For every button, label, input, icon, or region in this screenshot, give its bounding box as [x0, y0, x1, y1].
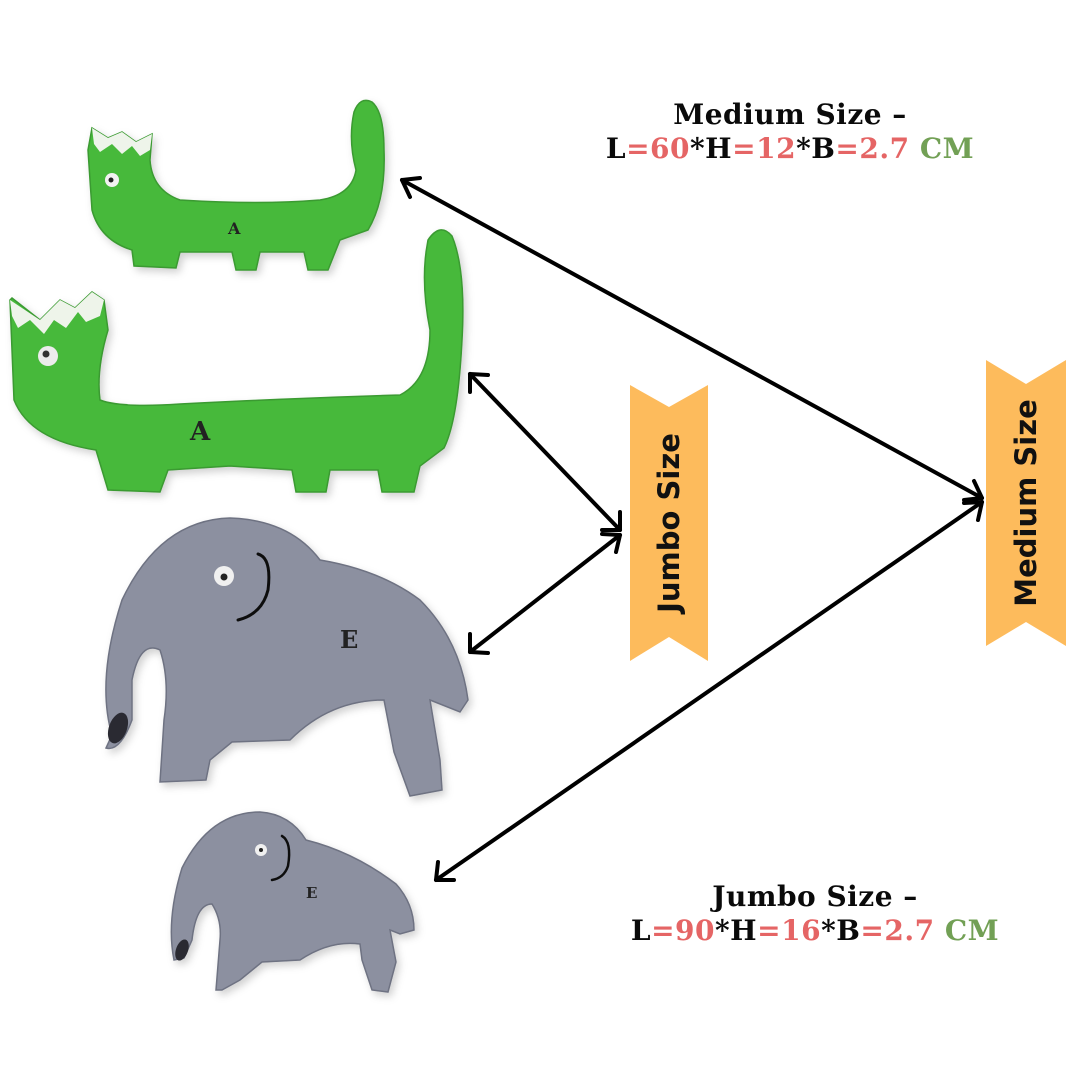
jumbo-size-banner: Jumbo Size — [630, 385, 708, 661]
breadth-label: *B — [821, 913, 861, 947]
height-label: *H — [690, 131, 733, 165]
ribbon-shape — [986, 360, 1066, 646]
crocodile-medium-toy — [87, 99, 385, 271]
unit-label: CM — [944, 913, 1000, 947]
height-label: *H — [715, 913, 758, 947]
letter-e-jumbo: E — [340, 625, 358, 654]
letter-a-medium: A — [227, 219, 241, 238]
breadth-label: *B — [796, 131, 836, 165]
height-value: =12 — [732, 131, 797, 165]
medium-spec-title: Medium Size – — [673, 98, 907, 131]
arrow-medium-crocodile — [400, 178, 984, 500]
breadth-value: =2.7 — [860, 913, 935, 947]
jumbo-spec-title: Jumbo Size – — [712, 880, 918, 913]
arrowhead-icon — [400, 176, 422, 199]
jumbo-size-label: Jumbo Size — [652, 433, 686, 613]
medium-size-spec: Medium Size – L=60*H=12*B=2.7 CM — [580, 98, 1000, 165]
breadth-value: =2.7 — [835, 131, 910, 165]
height-value: =16 — [757, 913, 822, 947]
elephant-medium-toy — [170, 811, 415, 993]
medium-size-label: Medium Size — [1009, 399, 1043, 607]
jumbo-spec-dimensions: L=90*H=16*B=2.7 CM — [600, 914, 1030, 948]
letter-e-medium: E — [306, 884, 317, 902]
length-label: L — [630, 913, 652, 947]
medium-size-banner: Medium Size — [986, 360, 1066, 646]
arrowhead-icon — [962, 500, 984, 522]
length-label: L — [605, 131, 627, 165]
arrowhead-icon — [434, 860, 456, 882]
jumbo-size-spec: Jumbo Size – L=90*H=16*B=2.7 CM — [600, 880, 1030, 947]
medium-spec-dimensions: L=60*H=12*B=2.7 CM — [580, 132, 1000, 166]
arrow-medium-elephant — [434, 500, 984, 882]
length-value: =90 — [651, 913, 716, 947]
unit-label: CM — [919, 131, 975, 165]
arrowhead-icon — [600, 532, 622, 554]
arrowhead-icon — [962, 479, 984, 502]
arrowhead-icon — [468, 632, 490, 655]
letter-a-jumbo: A — [189, 417, 211, 447]
arrowhead-icon — [468, 372, 490, 394]
arrowhead-icon — [600, 510, 622, 532]
arrow-jumbo-crocodile — [468, 372, 622, 532]
length-value: =60 — [626, 131, 691, 165]
elephant-jumbo-toy — [104, 517, 469, 797]
crocodile-jumbo-toy — [9, 229, 464, 493]
arrow-jumbo-elephant — [468, 533, 622, 654]
ribbon-shape — [630, 385, 708, 661]
